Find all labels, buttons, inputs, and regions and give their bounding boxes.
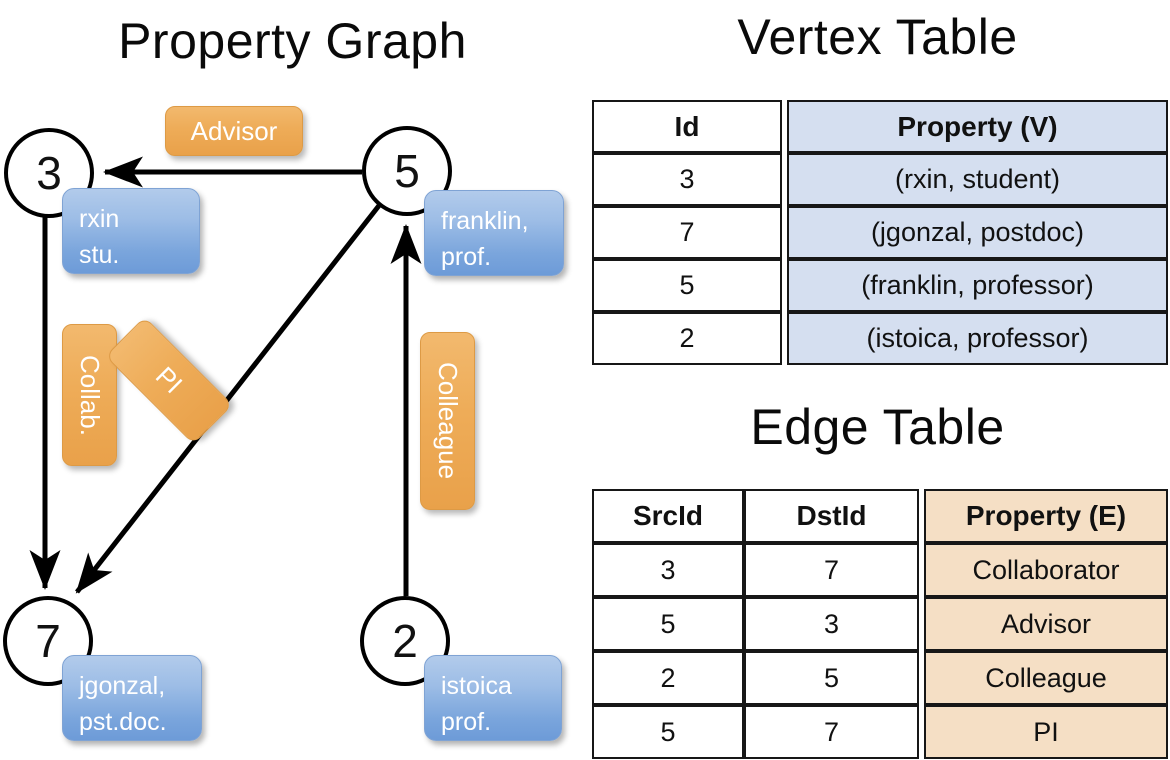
- edge-table-header-dstid: DstId: [744, 489, 919, 543]
- vertex-id-cell: 7: [592, 206, 782, 259]
- vertex-id-cell: 3: [592, 153, 782, 206]
- edge-label-text: Advisor: [190, 115, 278, 146]
- property-graph-panel: 3 5 7 2 rxin stu. franklin, prof. jgonza…: [3, 106, 564, 741]
- edge-src-cell: 5: [592, 597, 744, 651]
- column-gap: [919, 651, 924, 705]
- edge-label-advisor: Advisor: [165, 106, 303, 156]
- page-title-property-graph: Property Graph: [118, 13, 467, 69]
- edge-dst-cell: 3: [744, 597, 919, 651]
- edge-label-text: Collab.: [75, 354, 105, 436]
- edge-property-cell: Colleague: [924, 651, 1168, 705]
- edge-arrow-pi: [75, 201, 383, 594]
- vertex-property-cell: (franklin, professor): [787, 259, 1168, 312]
- node-property-box-2: istoica prof.: [424, 655, 562, 741]
- vertex-table-header-property: Property (V): [787, 100, 1168, 153]
- page-title-edge-table: Edge Table: [750, 399, 1005, 455]
- column-gap: [919, 489, 924, 543]
- node-property-line: franklin,: [441, 207, 529, 235]
- node-property-line: rxin: [79, 205, 120, 233]
- table-row: 7 (jgonzal, postdoc): [592, 206, 1168, 259]
- node-property-line: pst.doc.: [79, 708, 167, 737]
- table-header-row: Id Property (V): [592, 100, 1168, 153]
- node-property-line: stu.: [79, 241, 120, 270]
- edge-src-cell: 3: [592, 543, 744, 597]
- table-row: 5 (franklin, professor): [592, 259, 1168, 312]
- edge-table: SrcId DstId Property (E) 3 7 Collaborato…: [592, 489, 1168, 759]
- node-property-line: prof.: [441, 708, 492, 737]
- vertex-id-cell: 2: [592, 312, 782, 365]
- table-row: 5 3 Advisor: [592, 597, 1168, 651]
- graph-edge-arrows: [29, 156, 422, 596]
- table-row: 3 (rxin, student): [592, 153, 1168, 206]
- edge-dst-cell: 7: [744, 543, 919, 597]
- graph-node-5[interactable]: 5: [362, 126, 452, 216]
- vertex-property-cell: (jgonzal, postdoc): [787, 206, 1168, 259]
- vertex-table-header-id: Id: [592, 100, 782, 153]
- column-gap: [919, 705, 924, 759]
- edge-src-cell: 5: [592, 705, 744, 759]
- vertex-property-cell: (rxin, student): [787, 153, 1168, 206]
- edge-dst-cell: 5: [744, 651, 919, 705]
- edge-label-collab: Collab.: [62, 324, 117, 466]
- column-gap: [782, 206, 787, 259]
- edge-property-cell: Advisor: [924, 597, 1168, 651]
- node-property-line: istoica: [441, 672, 512, 700]
- column-gap: [919, 597, 924, 651]
- page-title-vertex-table: Vertex Table: [737, 9, 1018, 65]
- node-property-line: prof.: [441, 243, 492, 272]
- table-row: 2 5 Colleague: [592, 651, 1168, 705]
- edge-label-text: PI: [150, 360, 189, 400]
- column-gap: [782, 259, 787, 312]
- table-header-row: SrcId DstId Property (E): [592, 489, 1168, 543]
- edge-property-cell: PI: [924, 705, 1168, 759]
- table-row: 3 7 Collaborator: [592, 543, 1168, 597]
- edge-src-cell: 2: [592, 651, 744, 705]
- column-gap: [782, 312, 787, 365]
- column-gap: [919, 543, 924, 597]
- table-row: 2 (istoica, professor): [592, 312, 1168, 365]
- node-property-box-5: franklin, prof.: [424, 190, 564, 276]
- vertex-id-cell: 5: [592, 259, 782, 312]
- edge-table-header-property: Property (E): [924, 489, 1168, 543]
- edge-table-header-srcid: SrcId: [592, 489, 744, 543]
- column-gap: [782, 153, 787, 206]
- node-property-box-7: jgonzal, pst.doc.: [62, 655, 202, 741]
- node-property-line: jgonzal,: [79, 672, 166, 700]
- edge-property-cell: Collaborator: [924, 543, 1168, 597]
- edge-label-text: Colleague: [433, 362, 463, 480]
- column-gap: [782, 100, 787, 153]
- vertex-table: Id Property (V) 3 (rxin, student) 7 (jgo…: [592, 100, 1168, 365]
- table-row: 5 7 PI: [592, 705, 1168, 759]
- edge-dst-cell: 7: [744, 705, 919, 759]
- graph-node-2[interactable]: 2: [360, 596, 450, 686]
- node-property-box-3: rxin stu.: [62, 188, 200, 274]
- edge-label-colleague: Colleague: [420, 332, 475, 510]
- vertex-property-cell: (istoica, professor): [787, 312, 1168, 365]
